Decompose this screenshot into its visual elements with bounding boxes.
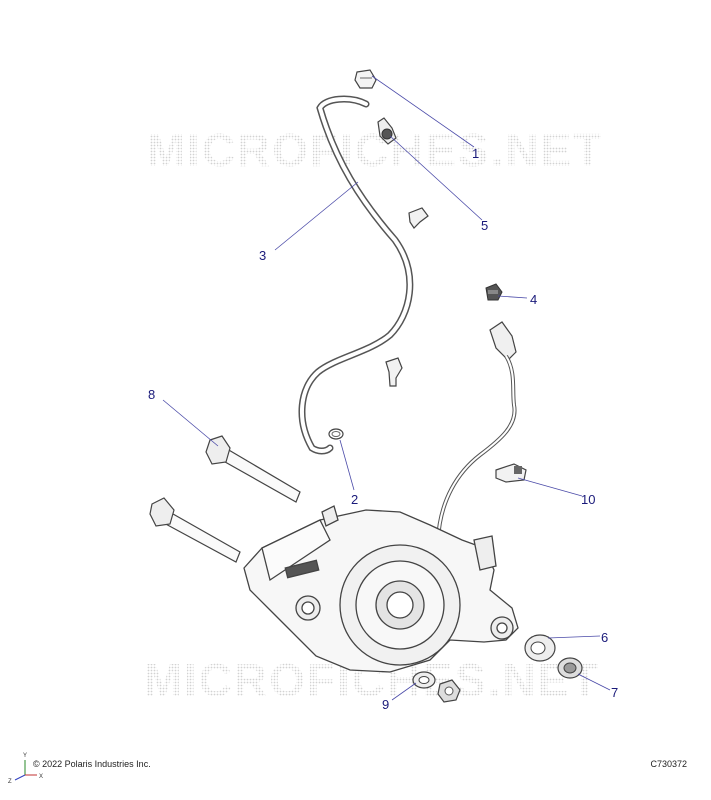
callout-1: 1 — [472, 146, 479, 161]
callout-2: 2 — [351, 492, 358, 507]
hose-retainer-clip — [408, 207, 429, 229]
front-gearcase — [243, 505, 519, 673]
mount-sleeve — [557, 657, 583, 679]
copyright-notice: © 2022 Polaris Industries Inc. — [33, 759, 151, 769]
washer — [412, 671, 436, 689]
callout-4: 4 — [530, 292, 537, 307]
watermark-top: MICROFICHES.NET — [147, 124, 604, 176]
callout-8: 8 — [148, 387, 155, 402]
callout-7: 7 — [611, 685, 618, 700]
vent-hose — [298, 95, 414, 455]
mounting-bolt-lower — [149, 497, 241, 563]
mounting-bolt-upper — [205, 435, 301, 503]
mount-bushing — [524, 634, 556, 662]
callout-10: 10 — [581, 492, 595, 507]
axis-z-label: Z — [8, 779, 12, 785]
callout-3: 3 — [259, 248, 266, 263]
drawing-number: C730372 — [650, 759, 687, 769]
callout-6: 6 — [601, 630, 608, 645]
vent-cap — [354, 69, 377, 89]
axis-x-label: X — [39, 774, 43, 780]
screw — [485, 283, 503, 301]
nut — [437, 679, 461, 703]
hose-clamp — [328, 428, 344, 440]
callout-5: 5 — [481, 218, 488, 233]
axis-y-label: Y — [23, 753, 27, 759]
callout-9: 9 — [382, 697, 389, 712]
leader-lines — [162, 75, 611, 701]
axis-triad: Y X Z — [8, 753, 43, 785]
hose-routing-clip — [385, 357, 403, 387]
